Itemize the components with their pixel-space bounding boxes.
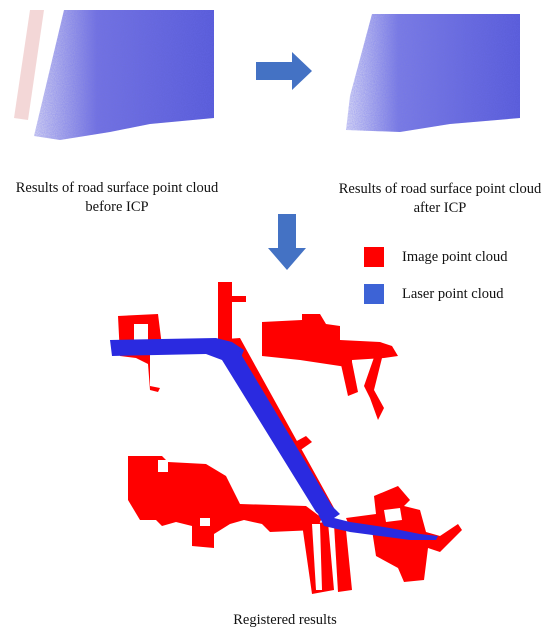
- legend-label: Image point cloud: [402, 248, 508, 265]
- legend-item-image-point-cloud: Image point cloud: [364, 247, 508, 267]
- legend-swatch-blue: [364, 284, 384, 304]
- legend-item-laser-point-cloud: Laser point cloud: [364, 284, 503, 304]
- legend-swatch-red: [364, 247, 384, 267]
- before-icp-caption: Results of road surface point cloud befo…: [15, 180, 219, 215]
- red-speckle-strip: [14, 10, 44, 120]
- legend-label: Laser point cloud: [402, 285, 504, 302]
- after-icp-caption: Results of road surface point cloud afte…: [338, 181, 542, 216]
- laser-point-cloud-roads: [110, 338, 438, 540]
- registered-caption: Registered results: [233, 612, 337, 628]
